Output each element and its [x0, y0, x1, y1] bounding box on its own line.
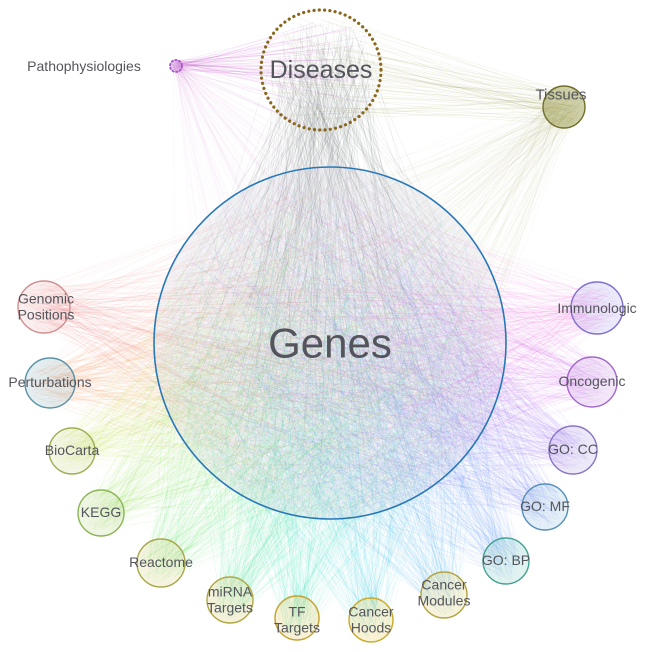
tf-targets-node[interactable]: [274, 595, 320, 641]
mirna-targets-node[interactable]: [206, 576, 254, 624]
genomic-positions-node[interactable]: [17, 280, 71, 334]
reactome-node[interactable]: [136, 538, 186, 588]
perturbations-node[interactable]: [24, 357, 76, 409]
edge-bundle-go-cc-genes: [168, 181, 593, 514]
cancer-hoods-node[interactable]: [348, 597, 394, 643]
edge-bundle-pathophysiologies-diseases: [170, 22, 368, 127]
edge-bundle-diseases-genes: [164, 20, 488, 510]
edge-bundle-biocarta-genes: [53, 172, 499, 509]
biocarta-node[interactable]: [48, 427, 96, 475]
go-mf-node[interactable]: [521, 483, 569, 531]
edge-bundle-immunologic-genes: [163, 183, 620, 512]
edge-bundle-perturbations-genes: [29, 172, 498, 504]
cancer-modules-node[interactable]: [420, 571, 468, 619]
edge-bundle-tissues-diseases: [265, 17, 581, 125]
edge-bundle-oncogenic-genes: [161, 180, 614, 511]
oncogenic-node[interactable]: [566, 356, 618, 408]
genes-node[interactable]: [153, 166, 507, 520]
edge-bundle-go-bp-genes: [163, 180, 526, 582]
pathophysiologies-node[interactable]: [169, 59, 183, 73]
tissues-node[interactable]: [542, 85, 586, 129]
go-bp-node[interactable]: [482, 537, 530, 585]
diseases-node[interactable]: [259, 8, 383, 132]
edge-bundle-cancer-hoods-genes: [166, 175, 495, 638]
kegg-node[interactable]: [77, 489, 125, 537]
edge-bundle-mirna-targets-genes: [164, 174, 500, 620]
edge-bundle-pathophysiologies-genes: [170, 60, 488, 506]
nodes-layer: [17, 8, 624, 643]
edge-bundle-tissues-genes: [172, 89, 583, 512]
edge-bundle-reactome-genes: [140, 175, 495, 584]
edge-bundle-tf-targets-genes: [161, 178, 494, 637]
edge-bundle-kegg-genes: [81, 187, 499, 532]
edge-bundle-go-mf-genes: [161, 183, 566, 527]
immunologic-node[interactable]: [570, 281, 624, 335]
edges-layer: [21, 17, 620, 638]
go-cc-node[interactable]: [548, 425, 598, 475]
